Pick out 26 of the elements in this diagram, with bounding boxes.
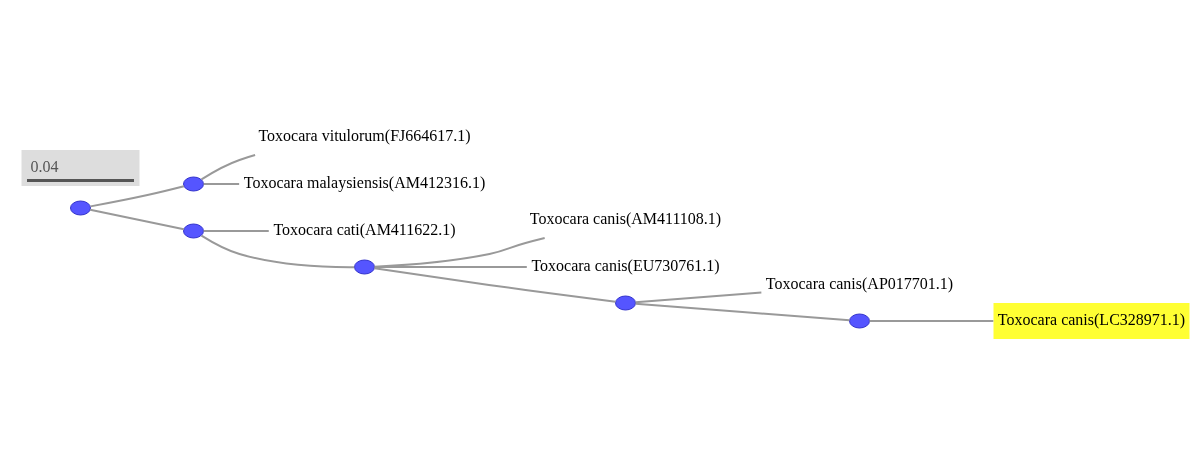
label: 0.04 xyxy=(30,157,59,175)
node-text: Toxocara malaysiensis(AM412316.1) xyxy=(243,173,486,191)
node-circle xyxy=(615,295,636,310)
node-text: Toxocara cati(AM411622.1) xyxy=(273,220,456,238)
connector xyxy=(634,291,763,303)
connector xyxy=(200,153,257,180)
node-circle xyxy=(354,259,375,274)
connector xyxy=(89,184,185,207)
node-circle xyxy=(70,200,91,215)
node-circle xyxy=(183,223,204,238)
node-circle xyxy=(849,313,870,328)
node-box: Toxocara canis(LC328971.1) xyxy=(993,302,1190,339)
node-text: Toxocara canis(AP017701.1) xyxy=(765,274,954,292)
node-text: Toxocara canis(EU730761.1) xyxy=(531,256,720,274)
connector xyxy=(89,208,185,230)
connector xyxy=(634,302,851,321)
node-circle xyxy=(183,176,204,191)
connector xyxy=(373,265,528,268)
connector xyxy=(373,266,617,303)
node-text: Toxocara vitulorum(FJ664617.1) xyxy=(258,126,471,144)
connector xyxy=(202,182,241,185)
connector xyxy=(202,229,270,232)
node-text: Toxocara canis(AM411108.1) xyxy=(529,209,722,227)
connector xyxy=(373,236,546,268)
connector xyxy=(200,234,356,268)
connector xyxy=(868,319,995,322)
